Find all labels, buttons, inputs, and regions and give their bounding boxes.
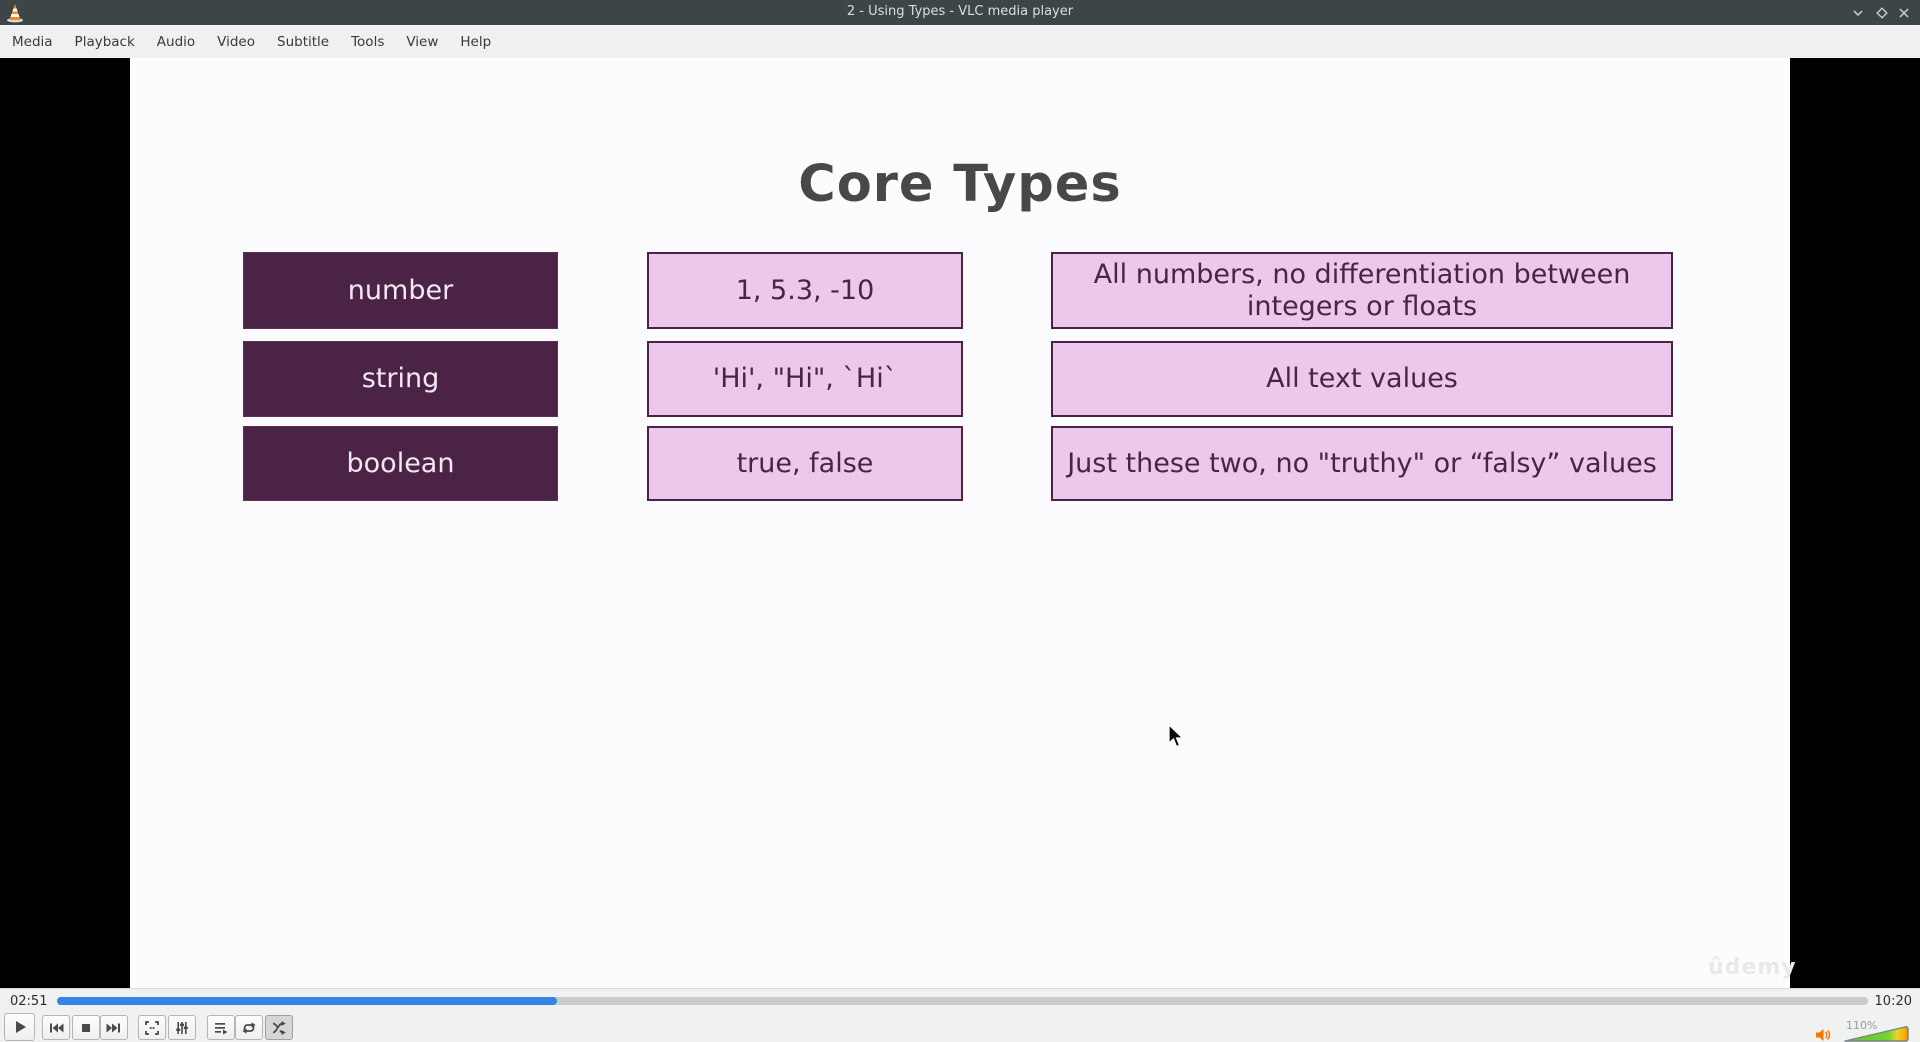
playlist-icon: [215, 1022, 228, 1034]
fullscreen-button[interactable]: [138, 1015, 166, 1040]
menu-video[interactable]: Video: [217, 33, 255, 50]
menu-media[interactable]: Media: [12, 33, 53, 50]
volume-icon[interactable]: [1815, 1028, 1833, 1042]
next-icon: [106, 1023, 120, 1032]
close-button[interactable]: [1894, 3, 1914, 23]
type-cell-string: string: [243, 341, 558, 417]
window-title: 2 - Using Types - VLC media player: [846, 4, 1074, 19]
loop-button[interactable]: [235, 1015, 263, 1040]
video-area: Core Types number 1, 5.3, -10 All number…: [0, 58, 1920, 988]
mouse-cursor: [1168, 724, 1184, 748]
udemy-watermark: ûdemy: [1708, 955, 1797, 980]
volume-slider[interactable]: [1843, 1025, 1909, 1042]
previous-button[interactable]: [42, 1015, 70, 1040]
stop-button[interactable]: [72, 1015, 100, 1040]
previous-icon: [50, 1023, 64, 1032]
description-cell-boolean: Just these two, no "truthy" or “falsy” v…: [1051, 426, 1673, 501]
random-button[interactable]: [265, 1015, 293, 1040]
equalizer-icon: [176, 1021, 188, 1034]
play-icon: [15, 1021, 26, 1033]
video-stage[interactable]: Core Types number 1, 5.3, -10 All number…: [130, 58, 1796, 988]
next-button[interactable]: [100, 1015, 128, 1040]
menu-playback[interactable]: Playback: [74, 33, 135, 50]
menu-subtitle[interactable]: Subtitle: [277, 33, 330, 50]
seek-bar[interactable]: [57, 997, 1868, 1005]
time-total: 10:20: [1874, 994, 1912, 1009]
player-control-bar: 02:51 10:20: [0, 988, 1920, 1042]
examples-cell-string: 'Hi', "Hi", `Hi`: [647, 341, 963, 417]
close-icon: [1899, 8, 1909, 18]
type-cell-boolean: boolean: [243, 426, 558, 501]
description-cell-number: All numbers, no differentiation between …: [1051, 252, 1673, 329]
slide-title: Core Types: [798, 155, 1122, 214]
playlist-button[interactable]: [207, 1015, 235, 1040]
minimize-button[interactable]: [1848, 3, 1868, 23]
menu-help[interactable]: Help: [460, 33, 492, 50]
play-button[interactable]: [4, 1013, 35, 1041]
menu-view[interactable]: View: [406, 33, 439, 50]
maximize-button[interactable]: [1872, 3, 1892, 23]
description-cell-string: All text values: [1051, 341, 1673, 417]
diamond-icon: [1876, 7, 1888, 19]
title-bar: 2 - Using Types - VLC media player: [0, 0, 1920, 25]
type-cell-number: number: [243, 252, 558, 329]
examples-cell-boolean: true, false: [647, 426, 963, 501]
time-elapsed: 02:51: [10, 994, 48, 1009]
menu-audio[interactable]: Audio: [156, 33, 196, 50]
vlc-cone-icon: [7, 4, 23, 23]
loop-icon: [242, 1021, 256, 1034]
fullscreen-icon: [145, 1020, 159, 1035]
volume-percent-label: 110%: [1846, 1019, 1878, 1032]
examples-cell-number: 1, 5.3, -10: [647, 252, 963, 329]
stop-icon: [82, 1023, 90, 1032]
menu-tools[interactable]: Tools: [351, 33, 385, 50]
menu-bar: Media Playback Audio Video Subtitle Tool…: [0, 25, 1920, 58]
seek-progress-fill: [57, 997, 557, 1005]
extended-settings-button[interactable]: [168, 1015, 196, 1040]
chevron-down-icon: [1853, 10, 1863, 17]
shuffle-icon: [272, 1020, 286, 1035]
